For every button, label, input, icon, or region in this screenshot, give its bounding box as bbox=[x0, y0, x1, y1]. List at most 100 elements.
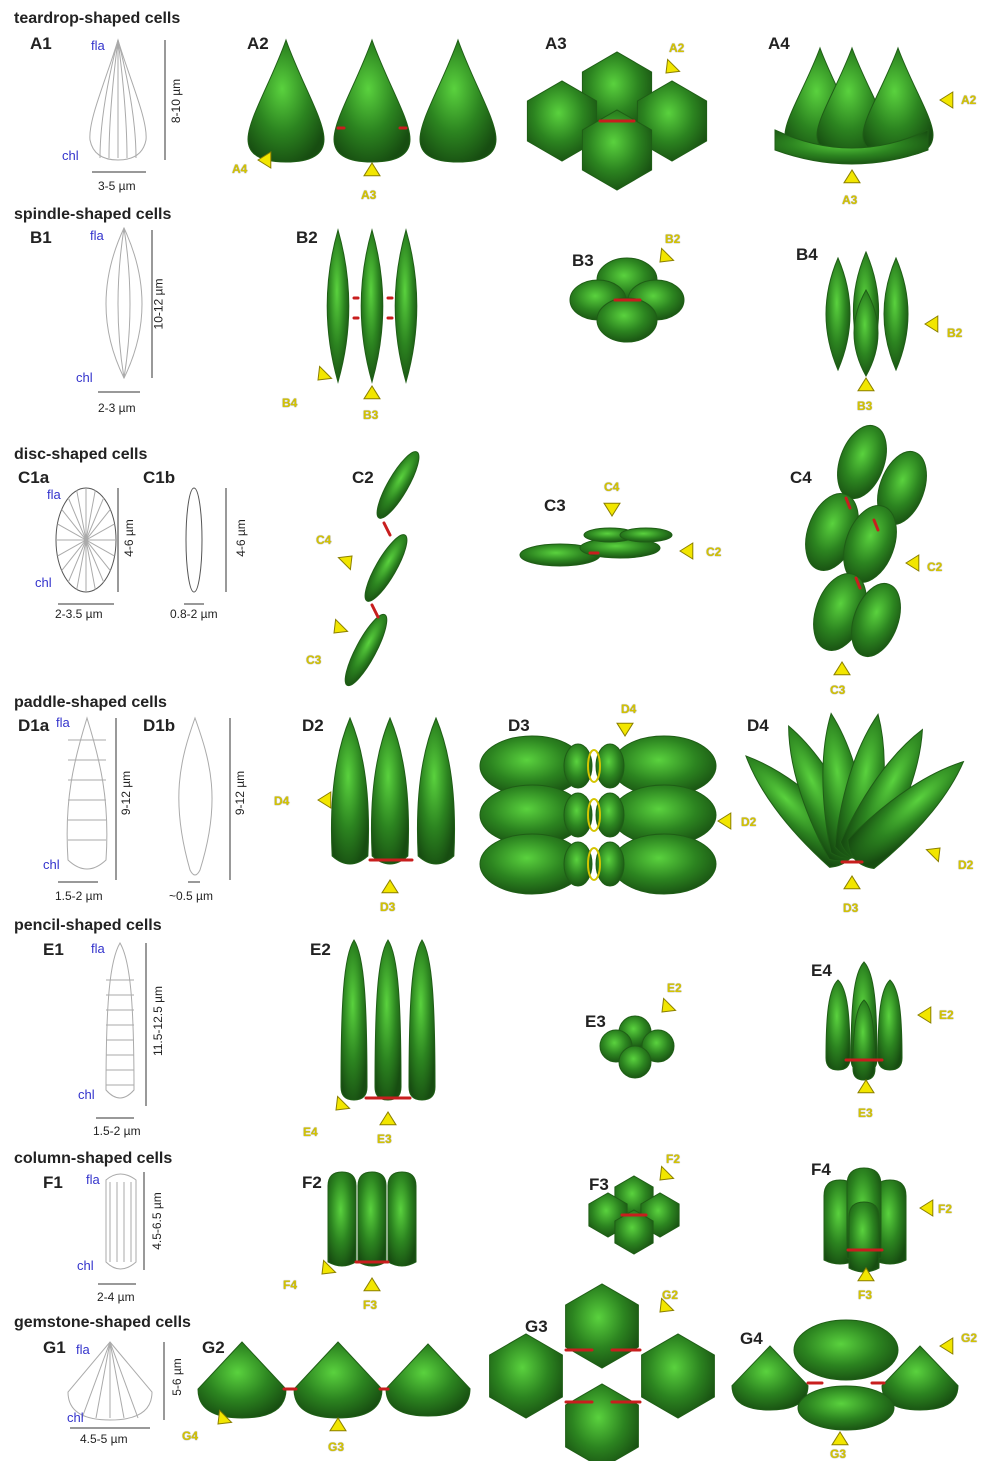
panel-label-E2: E2 bbox=[310, 940, 331, 960]
hexagon-cell bbox=[566, 1384, 639, 1461]
arrow-label: C4 bbox=[604, 480, 619, 494]
arrow-head bbox=[918, 1007, 931, 1023]
paddle-cell bbox=[417, 718, 454, 864]
panel-label-G2: G2 bbox=[202, 1338, 225, 1358]
wireframe-outline bbox=[106, 943, 134, 1098]
arrow-label: C4 bbox=[316, 533, 331, 547]
height-dimension-E1: 11.5-12.5 µm bbox=[151, 986, 165, 1056]
arrow-head bbox=[364, 386, 380, 399]
panel-label-D1b: D1b bbox=[143, 716, 175, 736]
arrow-label: B3 bbox=[363, 408, 378, 422]
arrow-label: A4 bbox=[232, 162, 247, 176]
arrow-label: E2 bbox=[667, 981, 682, 995]
width-dimension-D1b: ~0.5 µm bbox=[169, 889, 213, 903]
chloroplast-label: chl bbox=[78, 1087, 95, 1102]
flagella-label: fla bbox=[76, 1342, 90, 1357]
arrow-head bbox=[906, 555, 919, 571]
arrow-label: D2 bbox=[741, 815, 756, 829]
panel-label-B3: B3 bbox=[572, 251, 594, 271]
column-cell bbox=[388, 1172, 416, 1266]
cell-ellipse bbox=[338, 610, 393, 690]
width-dimension-C1b: 0.8-2 µm bbox=[170, 607, 218, 621]
gemstone-cell bbox=[294, 1342, 382, 1418]
gemstone-cell bbox=[386, 1344, 470, 1416]
arrow-label: C3 bbox=[830, 683, 845, 697]
hexagon-cell bbox=[642, 1334, 715, 1418]
panel-label-C1b: C1b bbox=[143, 468, 175, 488]
flagella-label: fla bbox=[91, 941, 105, 956]
chloroplast-label: chl bbox=[77, 1258, 94, 1273]
height-dimension-F1: 4.5-6.5 µm bbox=[150, 1192, 164, 1250]
arrow-head bbox=[330, 1418, 346, 1431]
arrow-label: F3 bbox=[858, 1288, 872, 1302]
panel-label-C2: C2 bbox=[352, 468, 374, 488]
pencil-cell bbox=[826, 980, 850, 1070]
chloroplast-label: chl bbox=[67, 1410, 84, 1425]
arrow-head bbox=[926, 848, 940, 862]
section-title-spindle: spindle-shaped cells bbox=[14, 206, 171, 224]
arrow-head bbox=[680, 543, 693, 559]
height-dimension-C1b: 4-6 µm bbox=[234, 519, 248, 557]
height-dimension-D1b: 9-12 µm bbox=[233, 771, 247, 815]
arrow-head bbox=[858, 1080, 874, 1093]
arrow-head bbox=[364, 1278, 380, 1291]
arrow-label: A3 bbox=[361, 188, 376, 202]
chloroplast-label: chl bbox=[76, 370, 93, 385]
panel-label-E3: E3 bbox=[585, 1012, 606, 1032]
arrow-label: A2 bbox=[669, 41, 684, 55]
wireframe-models bbox=[56, 40, 212, 1420]
arrow-head bbox=[858, 378, 874, 391]
section-title-pencil: pencil-shaped cells bbox=[14, 917, 162, 935]
flagella-label: fla bbox=[47, 487, 61, 502]
flagella-label: fla bbox=[91, 38, 105, 53]
arrow-label: F4 bbox=[283, 1278, 297, 1292]
panel-label-D4: D4 bbox=[747, 716, 769, 736]
width-dimension-G1: 4.5-5 µm bbox=[80, 1432, 128, 1446]
pencil-cell bbox=[341, 940, 367, 1100]
arrow-head bbox=[844, 170, 860, 183]
wireframe-outline bbox=[118, 228, 124, 378]
chloroplast-label: chl bbox=[35, 575, 52, 590]
flagella-label: fla bbox=[90, 228, 104, 243]
arrow-label: G4 bbox=[182, 1429, 198, 1443]
cell-ellipse bbox=[620, 528, 672, 542]
panel-label-B1: B1 bbox=[30, 228, 52, 248]
arrow-head bbox=[338, 556, 352, 570]
junction-link bbox=[384, 523, 390, 535]
panel-label-F2: F2 bbox=[302, 1173, 322, 1193]
spindle-cell bbox=[361, 230, 383, 382]
column-cell bbox=[849, 1202, 879, 1272]
height-dimension-A1: 8-10 µm bbox=[169, 79, 183, 123]
spindle-cell bbox=[826, 258, 850, 370]
arrow-label: C2 bbox=[706, 545, 721, 559]
height-dimension-D1a: 9-12 µm bbox=[119, 771, 133, 815]
panel-label-A3: A3 bbox=[545, 34, 567, 54]
arrow-head bbox=[940, 92, 953, 108]
chloroplast-label: chl bbox=[43, 857, 60, 872]
wireframe-outline bbox=[67, 718, 107, 869]
arrow-label: F2 bbox=[938, 1202, 952, 1216]
pencil-cell bbox=[409, 940, 435, 1100]
panel-label-C1a: C1a bbox=[18, 468, 49, 488]
arrow-head bbox=[660, 1166, 674, 1180]
panel-label-F4: F4 bbox=[811, 1160, 831, 1180]
panel-label-F1: F1 bbox=[43, 1173, 63, 1193]
arrow-head bbox=[940, 1338, 953, 1354]
arrow-label: D4 bbox=[621, 702, 636, 716]
wireframe-outline bbox=[179, 718, 212, 875]
arrow-head bbox=[834, 662, 850, 675]
arrow-label: B2 bbox=[665, 232, 680, 246]
arrow-label: E3 bbox=[858, 1106, 873, 1120]
arrow-label: A3 bbox=[842, 193, 857, 207]
panel-label-G4: G4 bbox=[740, 1329, 763, 1349]
arrow-label: G3 bbox=[830, 1447, 846, 1461]
arrow-head bbox=[662, 998, 676, 1012]
spindle-cell bbox=[395, 230, 417, 382]
arrow-label: E4 bbox=[303, 1125, 318, 1139]
width-dimension-F1: 2-4 µm bbox=[97, 1290, 135, 1304]
hexagon-cell bbox=[566, 1284, 639, 1368]
panel-label-A2: A2 bbox=[247, 34, 269, 54]
panel-label-G1: G1 bbox=[43, 1338, 66, 1358]
arrow-head bbox=[334, 619, 348, 633]
